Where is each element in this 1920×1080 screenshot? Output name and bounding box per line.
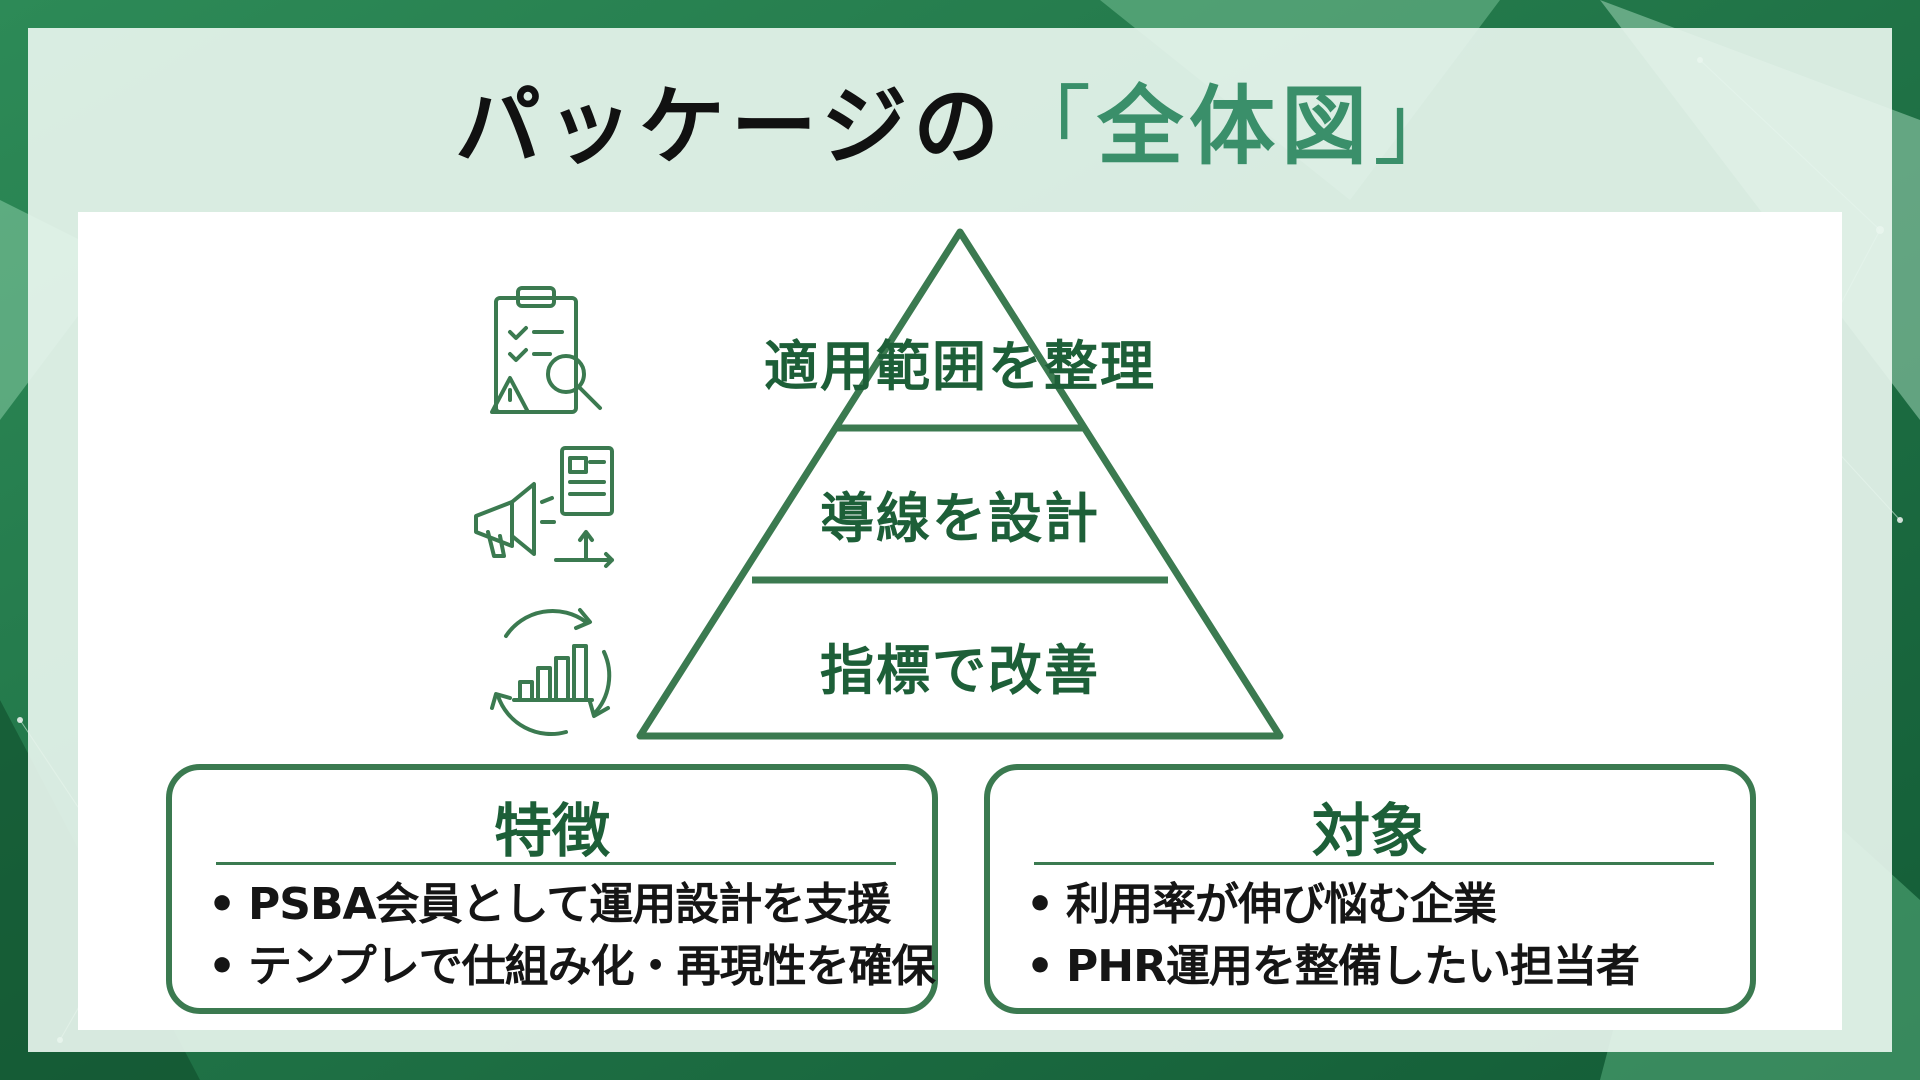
targets-divider — [1034, 862, 1714, 865]
targets-heading: 対象 — [1311, 797, 1428, 865]
bullet: • — [208, 941, 236, 992]
list-item: •PHR運用を整備したい担当者 — [1026, 936, 1640, 998]
feature-text: テンプレで仕組み化・再現性を確保 — [248, 941, 936, 992]
pyramid-tier-3-label: 指標で改善 — [820, 639, 1100, 702]
pyramid-tier-2-label: 導線を設計 — [820, 487, 1100, 550]
title-prefix: パッケージの — [454, 77, 1006, 177]
title-accent: 全体図 — [1097, 77, 1374, 177]
target-text: PHR運用を整備したい担当者 — [1066, 941, 1640, 992]
title-open-bracket: 「 — [1005, 77, 1098, 177]
list-item: •利用率が伸び悩む企業 — [1026, 874, 1639, 936]
feature-text: PSBA会員として運用設計を支援 — [248, 879, 891, 930]
megaphone-document-icon — [474, 446, 614, 568]
target-text: 利用率が伸び悩む企業 — [1066, 879, 1497, 930]
pyramid-tier-1-label: 適用範囲を整理 — [764, 335, 1156, 398]
list-item: •テンプレで仕組み化・再現性を確保 — [208, 936, 936, 998]
bullet: • — [1026, 941, 1054, 992]
title-close-bracket: 」 — [1373, 77, 1466, 177]
bullet: • — [208, 879, 236, 930]
list-item: •PSBA会員として運用設計を支援 — [208, 874, 935, 936]
slide-title: パッケージの「全体図」 — [0, 56, 1920, 181]
clipboard-search-icon — [490, 286, 602, 414]
bullet: • — [1026, 879, 1054, 930]
features-heading: 特徴 — [493, 797, 610, 865]
features-divider — [216, 862, 896, 865]
targets-box: 対象 •利用率が伸び悩む企業 •PHR運用を整備したい担当者 — [984, 764, 1756, 1014]
features-box: 特徴 •PSBA会員として運用設計を支援 •テンプレで仕組み化・再現性を確保 — [166, 764, 938, 1014]
features-list: •PSBA会員として運用設計を支援 •テンプレで仕組み化・再現性を確保 — [208, 874, 936, 998]
cycle-chart-icon — [490, 608, 612, 736]
targets-list: •利用率が伸び悩む企業 •PHR運用を整備したい担当者 — [1026, 874, 1640, 998]
